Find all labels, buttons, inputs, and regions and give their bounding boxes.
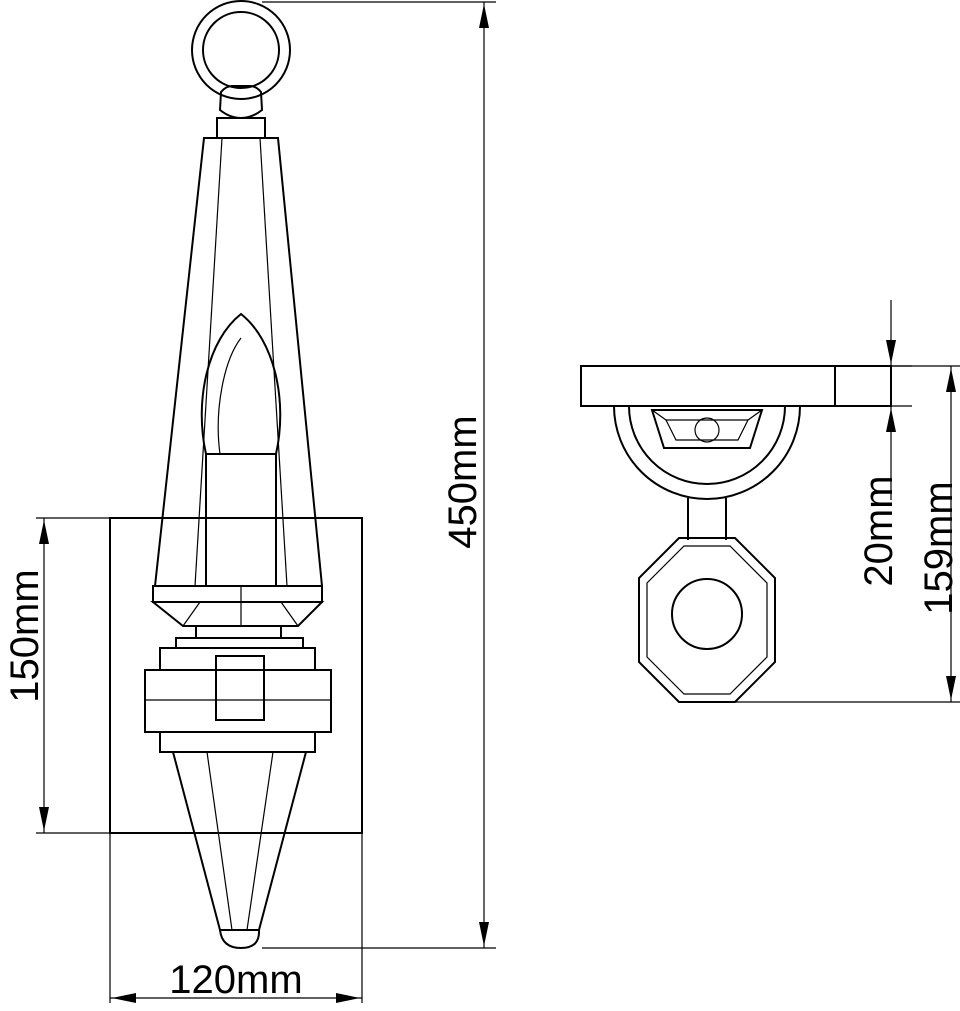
label-159mm: 159mm — [917, 481, 960, 614]
backplate — [109, 517, 363, 834]
top-wall-plate — [580, 365, 892, 407]
label-150mm: 150mm — [3, 569, 47, 702]
collar — [144, 647, 332, 753]
top-octagon — [638, 537, 776, 703]
label-120mm: 120mm — [169, 958, 302, 1002]
label-450mm: 450mm — [441, 415, 485, 548]
hanging-ring — [191, 0, 291, 139]
bobeche — [150, 585, 325, 649]
dimension-20 — [880, 300, 912, 500]
candle-sleeve — [205, 453, 277, 587]
dimension-120 — [109, 833, 363, 1003]
front-view: 450mm 150mm 120mm — [3, 0, 496, 1003]
dimension-159 — [730, 365, 960, 703]
top-cup — [613, 405, 801, 500]
top-stem — [687, 498, 727, 540]
top-view: 20mm 159mm — [580, 300, 960, 703]
dimension-150 — [36, 517, 110, 834]
lower-cone — [171, 751, 308, 950]
candle-bulb — [200, 312, 282, 455]
dimension-450 — [262, 1, 496, 949]
label-20mm: 20mm — [857, 475, 901, 586]
